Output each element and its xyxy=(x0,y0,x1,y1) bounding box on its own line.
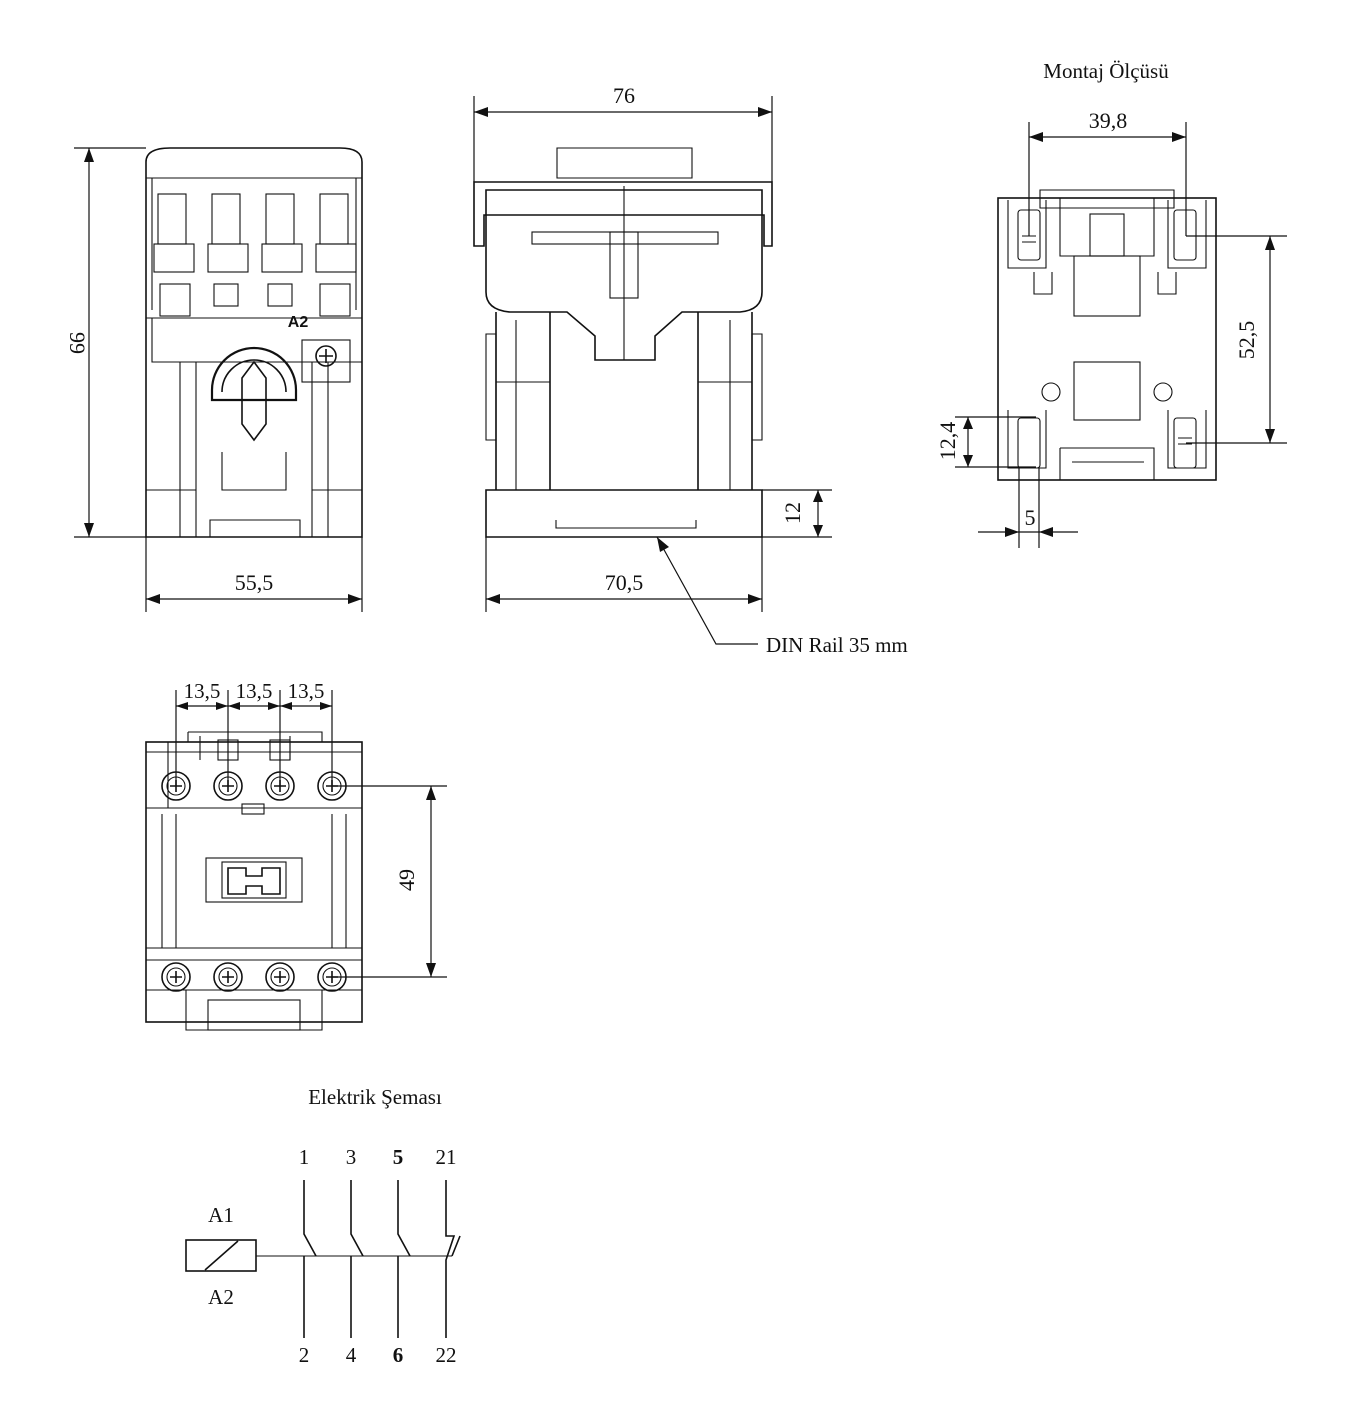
coil-terminal-a2 xyxy=(301,339,351,383)
din-rail-label: DIN Rail 35 mm xyxy=(766,633,908,657)
main-contacts xyxy=(303,1180,411,1338)
slot-width-dimension: 5 xyxy=(978,468,1078,548)
terminal-5: 5 xyxy=(393,1145,404,1169)
rail-height-label: 12 xyxy=(780,502,805,524)
coil-terminal-label: A2 xyxy=(288,314,309,331)
terminal-spacing-dimension: 49 xyxy=(332,785,447,978)
auxiliary-nc-contact xyxy=(445,1180,461,1338)
terminal-1: 1 xyxy=(299,1145,310,1169)
bottom-terminal-screws xyxy=(161,962,347,992)
front-width-label: 55,5 xyxy=(235,570,274,595)
terminal-6: 6 xyxy=(393,1343,404,1367)
electrical-schematic: A1 A2 1 3 5 21 2 4 6 22 xyxy=(185,1145,461,1367)
manual-actuator xyxy=(210,346,298,442)
mounting-width-dimension: 39,8 xyxy=(1028,108,1187,236)
mounting-height-dimension: 52,5 xyxy=(1186,235,1287,444)
front-view: A2 xyxy=(145,147,363,538)
terminal-4: 4 xyxy=(346,1343,357,1367)
din-rail-callout: DIN Rail 35 mm xyxy=(656,536,908,657)
mounting-width-label: 39,8 xyxy=(1089,108,1128,133)
coil-a1-label: A1 xyxy=(208,1203,234,1227)
slot-height-label: 12,4 xyxy=(935,422,960,461)
coil xyxy=(185,1239,257,1272)
top-terminal-screws xyxy=(161,771,347,801)
slot-width-label: 5 xyxy=(1025,505,1036,530)
terminal-pitch-dimensions: 13,5 13,5 13,5 xyxy=(175,679,333,786)
terminal-2: 2 xyxy=(299,1343,310,1367)
mounting-height-label: 52,5 xyxy=(1234,321,1259,360)
side-view xyxy=(473,147,773,538)
side-top-dimension: 76 xyxy=(473,83,773,182)
rail-height-dimension: 12 xyxy=(762,489,832,538)
coil-a2-label: A2 xyxy=(208,1285,234,1309)
terminal-spacing-label: 49 xyxy=(394,869,419,891)
top-view-contact-carrier xyxy=(205,857,303,903)
pitch-label-1: 13,5 xyxy=(184,679,221,703)
terminal-3: 3 xyxy=(346,1145,357,1169)
top-view xyxy=(145,731,363,1031)
front-width-dimension: 55,5 xyxy=(145,537,363,612)
side-bottom-label: 70,5 xyxy=(605,570,644,595)
side-bottom-dimension: 70,5 xyxy=(485,537,763,612)
side-top-label: 76 xyxy=(613,83,635,108)
terminal-22: 22 xyxy=(436,1343,457,1367)
front-height-dimension: 99 xyxy=(65,147,146,538)
slot-height-dimension: 12,4 xyxy=(935,416,1036,468)
terminal-21: 21 xyxy=(436,1145,457,1169)
front-terminal-blocks xyxy=(153,193,357,317)
schematic-title: Elektrik Şeması xyxy=(308,1085,442,1109)
pitch-label-3: 13,5 xyxy=(288,679,325,703)
pitch-label-2: 13,5 xyxy=(236,679,273,703)
mounting-view xyxy=(997,189,1217,481)
mounting-title: Montaj Ölçüsü xyxy=(1043,59,1169,83)
front-height-label: 99 xyxy=(65,332,90,354)
